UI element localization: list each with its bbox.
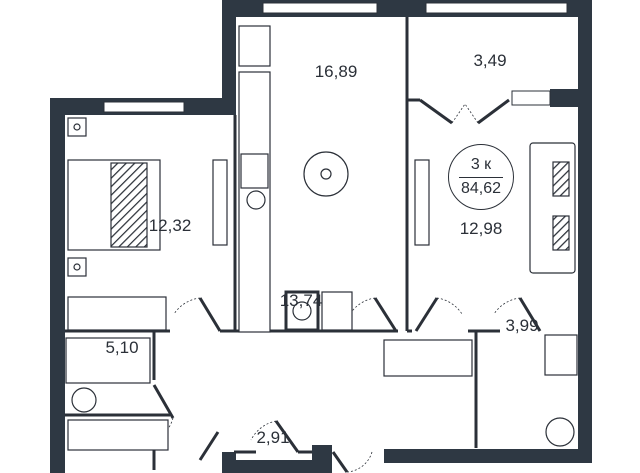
tv-unit [212,159,228,246]
storage-area: 2,91 [256,428,290,447]
fridge [238,25,271,67]
wardrobe [67,296,167,331]
windows [103,2,568,113]
living-room-area: 12,98 [459,219,503,238]
doors [152,98,542,473]
toilet [545,417,575,447]
bathtub [65,337,151,384]
apartment-summary-badge: 3 к 84,62 [448,144,514,210]
total-area: 84,62 [460,180,502,197]
hallway-area: 13,74 [279,291,323,310]
toilet [71,387,97,413]
balcony-area: 3,49 [473,51,507,70]
rooms-count: 3 к [470,156,492,173]
kitchen-area: 16,89 [314,62,358,81]
badge-divider [459,177,503,178]
wardrobe [383,339,473,377]
shower-room-area: 3,99 [505,316,539,335]
bathroom-area: 5,10 [105,338,139,357]
wardrobe [67,419,169,451]
shower [544,334,578,376]
interior-walls [65,17,500,470]
bedroom-area: 12,32 [148,216,192,235]
sink [246,190,266,210]
tv-unit [414,159,430,246]
furniture [65,25,578,451]
stove [240,153,269,189]
